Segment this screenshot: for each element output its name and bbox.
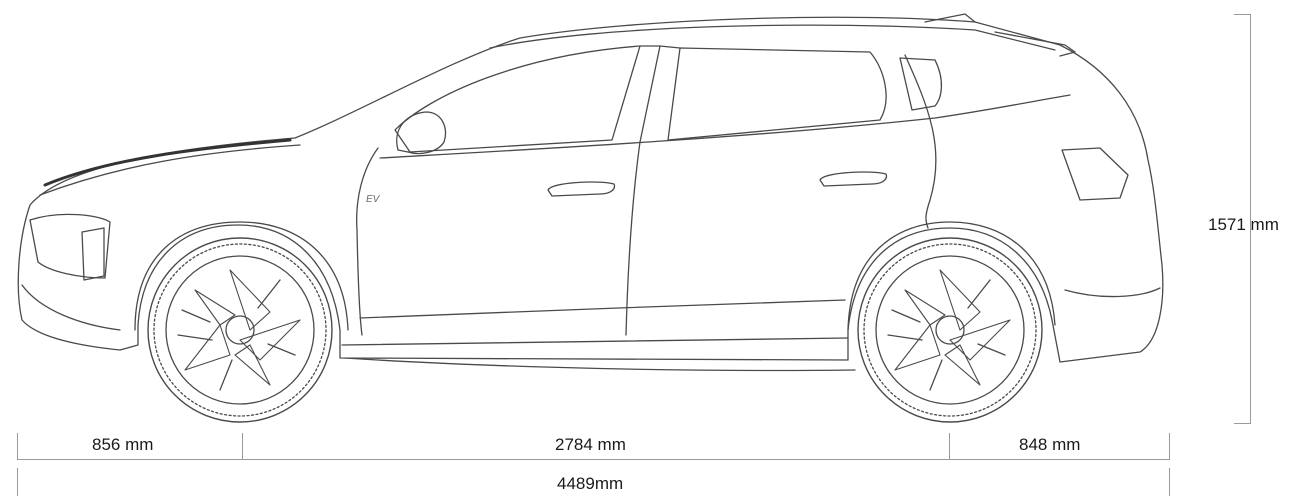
front-window	[394, 45, 641, 153]
side-mirror	[396, 111, 447, 155]
hood-crease	[43, 138, 292, 187]
front-door-handle	[547, 181, 616, 197]
tail-light	[1061, 147, 1129, 201]
front-bumper	[21, 284, 121, 331]
spoiler	[924, 13, 1076, 57]
ev-badge: EV	[366, 194, 381, 205]
segment-tick-end	[1169, 433, 1170, 460]
b-pillar	[639, 45, 681, 143]
length-tick-end	[1169, 468, 1170, 496]
front-overhang-label: 856 mm	[92, 435, 154, 454]
overall-length-label: 4489mm	[557, 474, 624, 493]
hood-line	[39, 144, 301, 196]
rear-bumper	[1064, 287, 1161, 298]
height-bracket-top	[1234, 14, 1251, 15]
rear-window	[667, 47, 887, 141]
rear-door-handle	[819, 171, 888, 187]
sill-line	[341, 337, 849, 346]
rear-wheel-arch	[847, 221, 1056, 331]
rear-quarter-window	[899, 57, 943, 111]
rocker	[344, 357, 856, 372]
front-door-line	[356, 147, 379, 336]
height-bracket-line	[1250, 14, 1251, 424]
headlight	[29, 213, 111, 279]
height-label: 1571 mm	[1208, 215, 1279, 234]
roof-rail	[489, 24, 1056, 51]
wheelbase-label: 2784 mm	[555, 435, 626, 454]
rear-door-line	[904, 54, 937, 229]
front-grille	[81, 227, 105, 281]
rear-wheel	[857, 237, 1043, 423]
body-outline	[17, 16, 1164, 363]
beltline	[379, 94, 1071, 159]
center-door-line	[625, 141, 641, 336]
segment-row-line	[17, 459, 1170, 460]
length-tick-start	[17, 468, 18, 496]
lower-sill	[359, 299, 846, 319]
rear-overhang-label: 848 mm	[1019, 435, 1081, 454]
height-bracket-bottom	[1234, 423, 1251, 424]
segment-tick-front-axle	[242, 433, 243, 460]
front-wheel-arch	[134, 221, 349, 331]
segment-tick-start	[17, 433, 18, 460]
segment-tick-rear-axle	[949, 433, 950, 460]
front-wheel	[147, 237, 333, 423]
